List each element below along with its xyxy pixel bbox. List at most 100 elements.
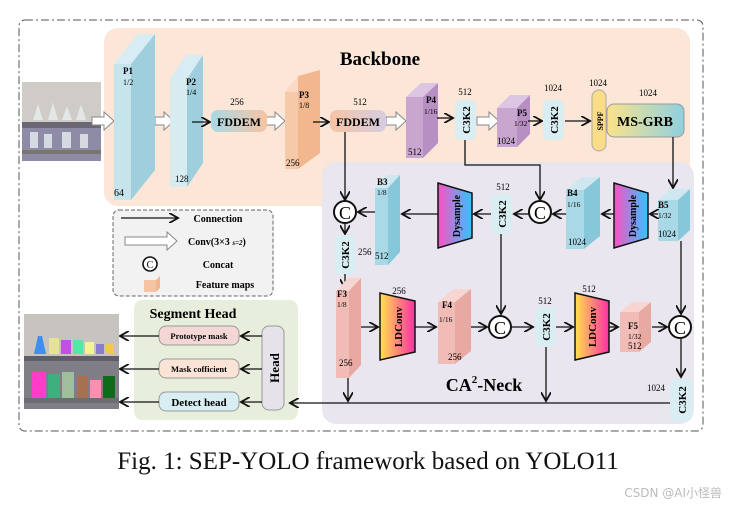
- dysample-block-2: [613, 181, 649, 250]
- ldconv-2-channels: 512: [582, 284, 596, 294]
- b4-scale: 1/16: [567, 200, 581, 209]
- fddem-2-channels: 512: [353, 97, 367, 107]
- legend-feature-maps: Feature maps: [196, 280, 255, 291]
- p2-name: P2: [186, 77, 196, 87]
- c3k2-label: C3K2: [677, 386, 689, 414]
- c3k2-label: C3K2: [461, 106, 473, 134]
- legend-box: [112, 209, 274, 297]
- segment-head-title: Segment Head: [150, 307, 237, 322]
- c3k2-left-channels: 256: [358, 247, 372, 257]
- c3k2-label: C3K2: [549, 106, 561, 134]
- c3k2-mid-channels: 512: [496, 182, 510, 192]
- ldconv-block-1: [379, 292, 416, 361]
- c3k2-block-neck-mid: [491, 194, 512, 234]
- p2-channels: 128: [175, 174, 189, 184]
- fddem-2-label: FDDEM: [336, 115, 380, 129]
- f4-scale: 1/16: [439, 315, 453, 324]
- f5-name: F5: [628, 321, 638, 331]
- p1-name: P1: [123, 66, 133, 76]
- concat-icon: [528, 200, 552, 224]
- f4-channels: 256: [448, 352, 462, 362]
- b3-scale: 1/8: [377, 188, 387, 197]
- fddem-1-label: FDDEM: [217, 115, 261, 129]
- concat-icon: [488, 315, 512, 339]
- ldconv-label: LDConv: [587, 306, 599, 347]
- concat-icon: [668, 315, 692, 339]
- figure-caption: Fig. 1: SEP-YOLO framework based on YOLO…: [117, 448, 619, 475]
- b4-name: B4: [567, 188, 578, 198]
- conv-arrow: [265, 110, 286, 132]
- conv-arrow: [385, 110, 407, 132]
- feature-map-p3: [285, 70, 320, 169]
- concat-symbol: C: [339, 203, 351, 223]
- p3-scale: 1/8: [299, 101, 309, 110]
- sppf-block: [591, 89, 607, 152]
- p3-channels: 256: [286, 158, 300, 168]
- legend-conv: Conv(3×3 s=2): [188, 237, 246, 248]
- p2-scale: 1/4: [186, 88, 196, 97]
- f4-name: F4: [442, 300, 452, 310]
- conv-arrow: [476, 110, 500, 132]
- c3k2-block-neck-left: [335, 235, 355, 274]
- f3-name: F3: [337, 289, 347, 299]
- p4-scale: 1/16: [424, 107, 438, 116]
- p5-scale: 1/32: [514, 119, 528, 128]
- ldconv-1-channels: 256: [392, 286, 406, 296]
- outer-frame: [18, 19, 704, 432]
- dysample-label: Dysample: [628, 194, 639, 237]
- feature-map-p1: [114, 34, 155, 200]
- b5-channels: 1024: [658, 229, 677, 239]
- feature-map-f3: [336, 278, 361, 378]
- c3k2-label: C3K2: [497, 200, 509, 228]
- mask-coefficient-label: Mask cofficient: [171, 364, 227, 374]
- p5-name: P5: [517, 108, 527, 118]
- sppf-label: SPPF: [596, 111, 605, 130]
- c3k2-label: C3K2: [541, 313, 553, 341]
- neck-region: [322, 162, 694, 424]
- neck-title: CA2-Neck: [446, 374, 522, 395]
- b4-channels: 1024: [568, 237, 587, 247]
- b5-scale: 1/32: [658, 211, 672, 220]
- c3k2-label: C3K2: [340, 241, 352, 269]
- feature-map-b3: [375, 175, 400, 265]
- fddem-block-2: [330, 110, 386, 132]
- concat-icon: [142, 256, 158, 272]
- prototype-mask-label: Prototype mask: [170, 331, 227, 341]
- b5-name: B5: [658, 200, 669, 210]
- dysample-block-1: [437, 181, 473, 250]
- detect-head-label: Detect head: [171, 397, 226, 409]
- feature-map-p2: [170, 55, 203, 187]
- ms-grb-block: [606, 103, 685, 138]
- feature-map-b4: [566, 177, 600, 249]
- f5-scale: 1/32: [628, 332, 642, 341]
- feature-map-b5: [658, 189, 690, 241]
- p1-scale: 1/2: [123, 78, 133, 87]
- head-label: Head: [267, 352, 282, 382]
- input-image: [22, 82, 101, 161]
- f5-channels: 512: [628, 341, 642, 351]
- c3k2-block-neck-out: [670, 379, 692, 421]
- legend-connection: Connection: [194, 214, 243, 225]
- concat-nodes: [333, 200, 692, 339]
- concat-symbol: C: [147, 260, 154, 271]
- watermark: CSDN @AI小怪兽: [624, 486, 722, 500]
- fddem-block-1: [211, 110, 267, 132]
- p4-name: P4: [426, 95, 436, 105]
- fddem-1-channels: 256: [230, 97, 244, 107]
- feature-map-p5: [497, 95, 530, 147]
- output-segmentation-image: [24, 314, 119, 409]
- feature-map-f5: [620, 302, 651, 352]
- p5-channels: 1024: [497, 136, 516, 146]
- dysample-label: Dysample: [452, 194, 463, 237]
- f3-scale: 1/8: [337, 300, 347, 309]
- p3-name: P3: [299, 90, 309, 100]
- ms-grb-label: MS-GRB: [617, 115, 673, 130]
- head-block: [261, 325, 285, 411]
- c3k2-a-channels: 512: [458, 87, 472, 97]
- concat-symbol: C: [534, 203, 546, 223]
- feature-map-f4: [438, 289, 471, 364]
- b3-name: B3: [377, 177, 388, 187]
- f3-channels: 256: [339, 358, 353, 368]
- feature-map-icon: [144, 276, 160, 292]
